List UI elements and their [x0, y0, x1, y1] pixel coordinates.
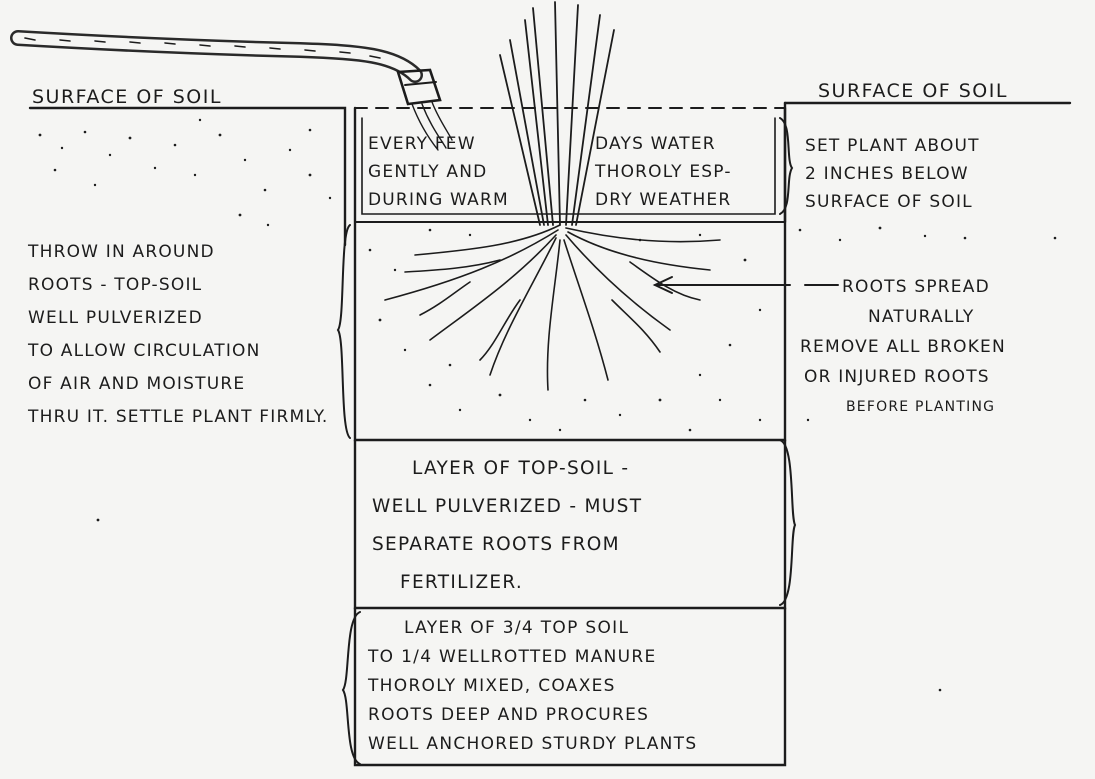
water-note-left: EVERY FEW GENTLY AND DURING WARM — [368, 130, 509, 214]
topsoil-layer-label: LAYER OF TOP-SOIL - WELL PULVERIZED - MU… — [372, 450, 642, 602]
surface-label-right: SURFACE OF SOIL — [818, 80, 1008, 102]
brace-left-throw — [338, 225, 350, 438]
brace-right-topsoil — [780, 440, 795, 605]
throw-in-note: THROW IN AROUND ROOTS - TOP-SOIL WELL PU… — [28, 236, 329, 434]
roots-note: ROOTS SPREAD NATURALLY REMOVE ALL BROKEN… — [800, 272, 1006, 422]
brace-left-manure — [343, 612, 360, 764]
water-note-right: DAYS WATER THOROLY ESP- DRY WEATHER — [595, 130, 732, 214]
plant-roots — [385, 225, 720, 390]
surface-line-left — [30, 108, 345, 245]
set-plant-note: SET PLANT ABOUT 2 INCHES BELOW SURFACE O… — [805, 132, 980, 216]
manure-layer-label: LAYER OF 3/4 TOP SOIL TO 1/4 WELLROTTED … — [368, 614, 697, 759]
surface-label-left: SURFACE OF SOIL — [32, 86, 222, 108]
